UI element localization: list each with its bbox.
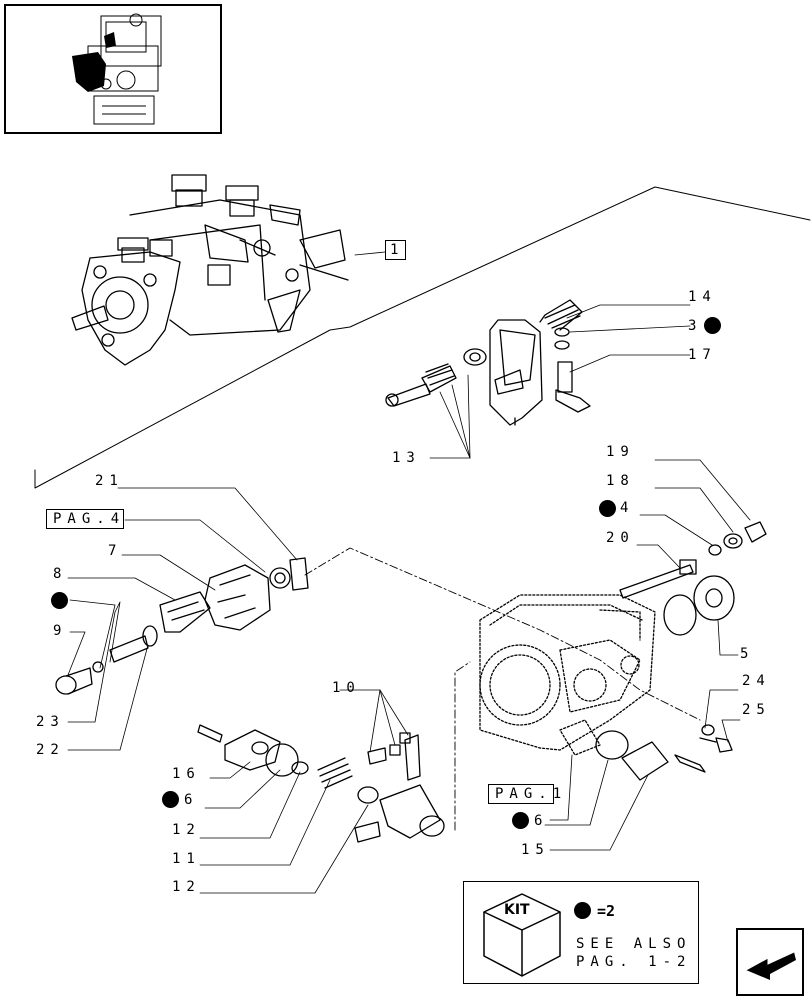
- callout-24: 24: [742, 673, 771, 689]
- callout-6a: 6: [184, 792, 199, 808]
- kit-dot-4: [599, 500, 616, 517]
- callout-13: 13: [392, 450, 421, 466]
- callout-5: 5: [740, 646, 755, 662]
- engine-thumbnail-icon: [72, 13, 162, 125]
- kit-dot-left: [51, 592, 68, 609]
- ref-box-pag1[interactable]: PAG.1: [488, 784, 561, 804]
- kit-legend-dot: [574, 902, 591, 919]
- callout-10: 10: [332, 680, 361, 696]
- callout-22: 22: [36, 742, 65, 758]
- kit-legend-value: =2: [597, 902, 616, 920]
- callout-11: 11: [172, 851, 201, 867]
- callout-7: 7: [108, 543, 123, 559]
- shaft-parts-group: [619, 521, 767, 636]
- callout-25: 25: [742, 702, 771, 718]
- callout-21: 21: [95, 473, 124, 489]
- lower-parts-group: [197, 724, 445, 843]
- callout-3: 3: [688, 318, 703, 334]
- callout-19: 19: [606, 444, 635, 460]
- next-page-button[interactable]: [736, 928, 804, 996]
- next-page-arrow-icon: [745, 951, 796, 980]
- callout-18: 18: [606, 473, 635, 489]
- callout-8: 8: [53, 566, 68, 582]
- callout-9: 9: [53, 623, 68, 639]
- kit-dot-6b: [512, 812, 529, 829]
- callout-6b: 6: [534, 813, 549, 829]
- callout-20: 20: [606, 530, 635, 546]
- engine-thumbnail: [4, 4, 222, 134]
- governor-lever-group: [385, 299, 591, 426]
- injection-pump-overview: [71, 174, 349, 366]
- kit-cube-icon: [483, 893, 561, 977]
- ref-box-pag4[interactable]: PAG.4: [46, 509, 124, 529]
- callout-23: 23: [36, 714, 65, 730]
- callout-14: 14: [688, 289, 717, 305]
- left-lever-assembly: [55, 557, 309, 695]
- pump-housing-dotted: [479, 594, 656, 756]
- kit-dot-6a: [162, 791, 179, 808]
- callout-15: 15: [521, 842, 550, 858]
- see-also-page[interactable]: PAG. 1-2: [576, 954, 692, 970]
- callout-12b: 12: [172, 879, 201, 895]
- callout-17: 17: [688, 347, 717, 363]
- kit-badge: KIT: [504, 902, 530, 918]
- kit-dot-3: [704, 317, 721, 334]
- callout-4: 4: [620, 500, 635, 516]
- ref-box-1[interactable]: 1: [385, 240, 406, 260]
- see-also-text: SEE ALSO: [576, 936, 692, 952]
- callout-12a: 12: [172, 822, 201, 838]
- callout-16: 16: [172, 766, 201, 782]
- right-lower-parts: [595, 724, 733, 781]
- kit-legend: KIT =2 SEE ALSO PAG. 1-2: [463, 881, 699, 984]
